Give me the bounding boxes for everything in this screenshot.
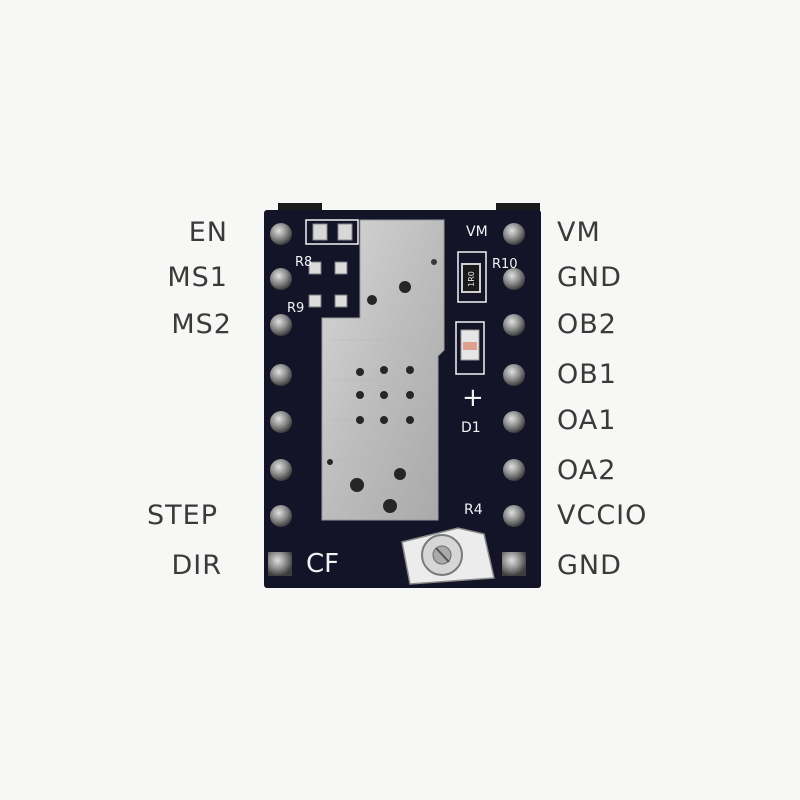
pin-left-3: [270, 314, 292, 336]
pin-left-4: [270, 364, 292, 386]
pin-right-6: [503, 459, 525, 481]
pin-left-5: [270, 411, 292, 433]
pin-right-4: [503, 364, 525, 386]
pin-label-vccio: VCCIO: [557, 500, 648, 531]
d1-led-lens: [463, 342, 477, 350]
pin-left-8: [268, 552, 292, 576]
silk-vm: VM: [466, 224, 488, 240]
d1-outline: [455, 321, 485, 375]
pin-left-1: [270, 223, 292, 245]
silk-r8: R8: [295, 255, 312, 270]
pin-label-gnd-top: GND: [557, 262, 622, 293]
pin-label-ob1: OB1: [557, 359, 617, 390]
thermal-vias: [327, 281, 414, 513]
potentiometer-slot: [435, 547, 450, 563]
silk-r9: R9: [287, 301, 304, 316]
silk-r4: R4: [464, 502, 483, 518]
left-pin-header: [268, 223, 292, 576]
pad: [337, 223, 353, 241]
pad: [312, 223, 328, 241]
pin-label-ms1: MS1: [167, 262, 228, 293]
pin-right-2: [503, 268, 525, 290]
r10-value: 1R0: [467, 271, 476, 287]
silk-d1: D1: [461, 420, 481, 436]
pin-label-step: STEP: [147, 500, 218, 531]
silk-plus: +: [462, 383, 484, 413]
pin-label-vm: VM: [557, 217, 601, 248]
pin-right-8: [502, 552, 526, 576]
r10-outline: [457, 251, 487, 303]
via: [431, 259, 437, 265]
silk-r10: R10: [492, 257, 518, 272]
r10-resistor: [461, 263, 481, 293]
pin-right-5: [503, 411, 525, 433]
pin-label-oa2: OA2: [557, 455, 617, 486]
pin-label-ms2: MS2: [171, 309, 232, 340]
pin-label-ob2: OB2: [557, 309, 617, 340]
pin-left-2: [270, 268, 292, 290]
pin-right-7: [503, 505, 525, 527]
pin-label-dir: DIR: [171, 550, 222, 581]
r8-r9-pads: [308, 261, 348, 308]
pin-left-7: [270, 505, 292, 527]
pin-left-6: [270, 459, 292, 481]
pin-label-oa1: OA1: [557, 405, 617, 436]
pin-right-3: [503, 314, 525, 336]
pin-right-1: [503, 223, 525, 245]
right-pin-header: [502, 223, 526, 576]
logo-cf: CF: [306, 549, 339, 579]
pin-label-en: EN: [188, 217, 228, 248]
pin-label-gnd-bottom: GND: [557, 550, 622, 581]
silk-box: [305, 219, 359, 245]
